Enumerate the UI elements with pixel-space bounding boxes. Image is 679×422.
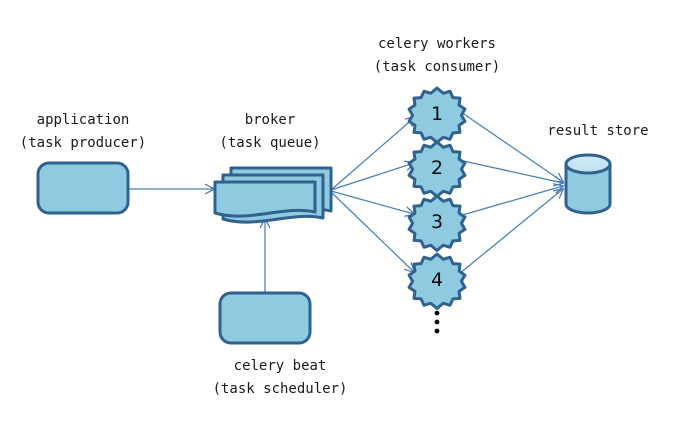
node-broker[interactable]: broker (task queue) bbox=[213, 112, 333, 224]
result-store-cylinder-top bbox=[564, 153, 612, 175]
node-celery-beat[interactable]: celery beat (task scheduler) bbox=[213, 291, 348, 397]
edge-broker-to-worker-4 bbox=[330, 191, 415, 273]
worker-badge-3[interactable]: 3 bbox=[407, 194, 467, 252]
broker-label-line2: (task queue) bbox=[219, 135, 320, 151]
celery-beat-label-line1: celery beat bbox=[234, 358, 327, 374]
edge-worker-3-to-result-store bbox=[458, 183, 565, 217]
application-label-line1: application bbox=[37, 112, 130, 128]
result-store-cylinder-body[interactable] bbox=[564, 162, 612, 215]
broker-label-line1: broker bbox=[245, 112, 296, 128]
edge-layer bbox=[129, 109, 565, 292]
edge-worker-2-to-result-store bbox=[458, 159, 565, 187]
worker-badge-2[interactable]: 2 bbox=[407, 140, 467, 198]
node-application[interactable]: application (task producer) bbox=[20, 112, 146, 215]
edge-worker-4-to-result-store bbox=[458, 188, 565, 275]
worker-star-shape bbox=[407, 194, 467, 252]
celery-beat-label-line2: (task scheduler) bbox=[213, 381, 348, 397]
edge-worker-1-to-result-store bbox=[457, 109, 565, 183]
celery-workers-label-line2: (task consumer) bbox=[374, 59, 500, 75]
application-box[interactable] bbox=[36, 161, 130, 215]
worker-badge-1[interactable]: 1 bbox=[407, 86, 467, 144]
result-store-label: result store bbox=[547, 123, 648, 139]
node-result-store[interactable]: result store bbox=[547, 123, 649, 215]
worker-number: 4 bbox=[431, 269, 443, 291]
edge-broker-to-worker-3 bbox=[330, 190, 416, 217]
worker-badge-4[interactable]: 4 bbox=[407, 252, 467, 310]
application-label-line2: (task producer) bbox=[20, 135, 146, 151]
worker-number: 2 bbox=[431, 157, 443, 179]
edge-broker-to-worker-2 bbox=[330, 160, 416, 191]
worker-star-shape bbox=[407, 252, 467, 310]
broker-sheet-front[interactable] bbox=[213, 180, 317, 218]
worker-ellipsis-icon bbox=[434, 310, 440, 334]
edge-broker-to-worker-1 bbox=[330, 116, 417, 191]
worker-number: 3 bbox=[431, 211, 443, 233]
worker-number: 1 bbox=[431, 103, 443, 125]
celery-beat-box[interactable] bbox=[218, 291, 312, 345]
celery-workers-label-line1: celery workers bbox=[378, 36, 496, 52]
node-celery-workers: celery workers (task consumer) 1 2 3 4 bbox=[374, 36, 500, 334]
